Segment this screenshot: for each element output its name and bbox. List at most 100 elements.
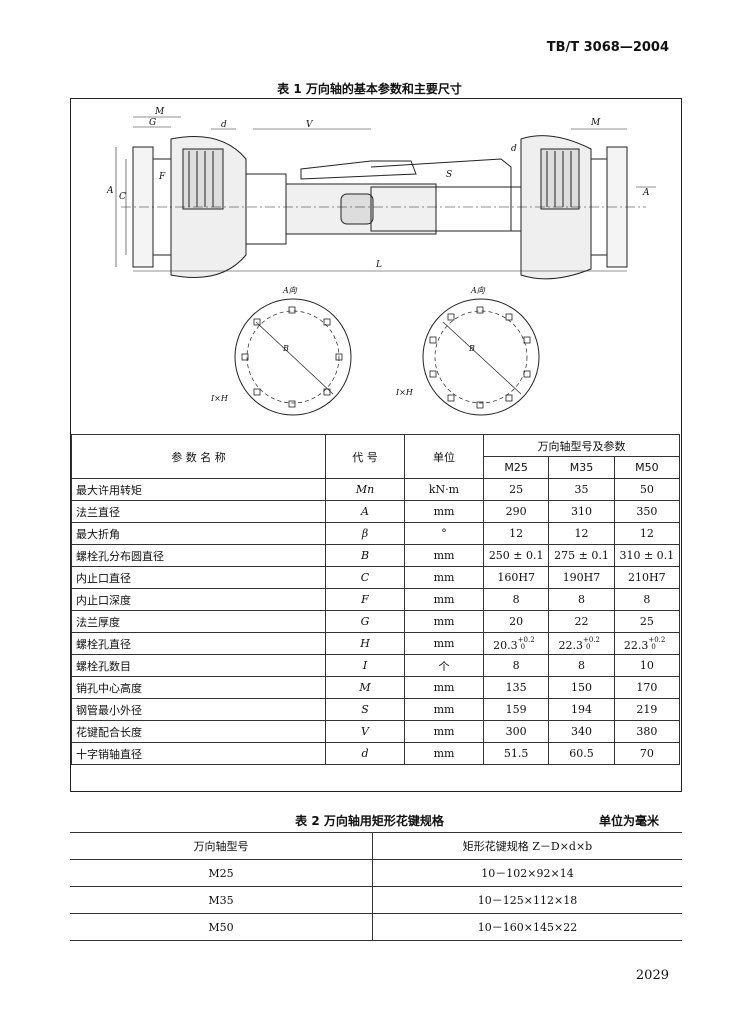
param-unit: mm [404,500,484,523]
param-symbol: F [325,588,405,611]
param-value: 210H7 [613,566,681,589]
param-symbol: d [325,742,405,765]
param-value-text: 159 [505,703,527,716]
param-symbol: G [325,610,405,633]
param-name: 螺栓孔分布圆直径 [71,544,326,567]
param-symbol: β [325,522,405,545]
param-symbol: A [325,500,405,523]
param-unit: mm [404,632,484,655]
param-value-text: 12 [509,527,524,540]
table2-unit-note: 单位为毫米 [598,814,659,828]
page-number: 2029 [635,968,669,983]
param-symbol: H [325,632,405,655]
param-value: 135 [482,676,550,699]
tolerance-lower: 0 [586,642,591,651]
param-value: 20.3+0.20 [482,632,550,655]
header-model: M50 [613,456,681,479]
label-B-left: B [282,344,289,353]
table2-caption: 表 2 万向轴用矩形花键规格 [295,814,444,828]
param-value-text: 20.3 [493,638,518,652]
t2-header-spec: 矩形花键规格 Z－D×d×b [372,832,682,860]
tolerance: +0.20 [518,636,535,651]
param-value: 12 [482,522,550,545]
t2-header-model: 万向轴型号 [70,832,373,860]
param-symbol: S [325,698,405,721]
label-F: F [158,172,166,182]
label-C: C [119,192,126,202]
label-B-right: B [468,344,475,353]
param-value-text: 22.3 [558,638,584,652]
param-value-text: 12 [639,527,654,540]
param-value-text: 35 [574,483,589,496]
param-value: 350 [613,500,681,523]
tolerance-upper: +0.2 [648,635,666,644]
tolerance-lower: 0 [651,642,656,651]
spline-model: M25 [70,859,373,887]
label-L: L [375,260,382,270]
param-value: 190H7 [548,566,615,589]
param-value: 50 [613,478,681,501]
param-value: 22.3+0.20 [548,632,615,655]
param-value-text: 160H7 [497,571,535,584]
param-name: 内止口直径 [71,566,326,589]
spline-model: M35 [70,886,373,914]
param-value-text: 70 [639,747,654,760]
param-value-text: 170 [636,681,658,694]
label-d-right: d [511,144,517,154]
param-name: 螺栓孔直径 [71,632,326,655]
param-value: 8 [482,654,550,677]
param-value: 150 [548,676,615,699]
spline-spec: 10－160×145×22 [372,913,682,941]
param-unit: kN·m [404,478,484,501]
standard-code: TB/T 3068—2004 [546,40,669,55]
label-IH-left: I×H [210,394,229,403]
param-value: 340 [548,720,615,743]
param-value: 25 [482,478,550,501]
label-M: M [154,107,165,117]
tolerance-upper: +0.2 [583,635,600,644]
param-value: 275 ± 0.1 [548,544,615,567]
param-value: 20 [482,610,550,633]
spline-spec: 10－102×92×14 [372,859,682,887]
param-value-text: 8 [577,593,585,606]
param-unit: mm [404,544,484,567]
shaft-side-view [115,116,656,280]
param-value-text: 20 [509,615,524,628]
param-value-text: 8 [643,593,651,606]
tolerance-upper: +0.2 [517,635,535,644]
param-value-text: 22.3 [623,638,649,652]
header-code: 代 号 [325,434,405,479]
param-value-text: 350 [636,505,658,518]
param-value-text: 210H7 [628,571,666,584]
flange-view-left [234,298,352,416]
param-unit: ° [404,522,484,545]
parameter-table: 参 数 名 称 代 号 单位 万向轴型号及参数 M25 M35 M50 最大许用… [71,434,681,765]
param-unit: 个 [404,654,484,677]
param-value: 35 [548,478,615,501]
param-unit: mm [404,676,484,699]
header-unit: 单位 [404,434,484,479]
param-value: 51.5 [482,742,550,765]
header-model: M25 [482,456,550,479]
param-unit: mm [404,566,484,589]
param-name: 十字销轴直径 [71,742,326,765]
header-group: 万向轴型号及参数 [483,434,680,457]
param-value-text: 194 [570,703,592,716]
param-symbol: I [325,654,405,677]
param-name: 内止口深度 [71,588,326,611]
param-value: 170 [613,676,681,699]
param-value: 310 [548,500,615,523]
param-value: 194 [548,698,615,721]
param-value-text: 310 [570,505,592,518]
param-value-text: 380 [636,725,658,738]
param-value: 8 [482,588,550,611]
